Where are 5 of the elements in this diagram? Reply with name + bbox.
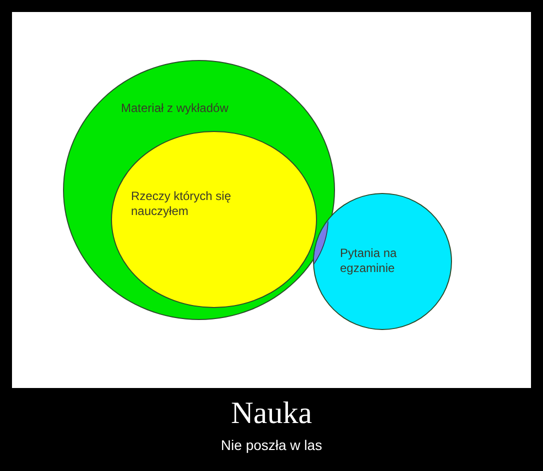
caption: Nie poszła w las xyxy=(220,436,324,454)
set-label: Pytania na egzaminie xyxy=(340,246,398,276)
set-label: Rzeczy których się nauczyłem xyxy=(131,189,232,219)
set-label: Materiał z wykładów xyxy=(121,101,230,116)
title: Nauka xyxy=(230,395,313,431)
